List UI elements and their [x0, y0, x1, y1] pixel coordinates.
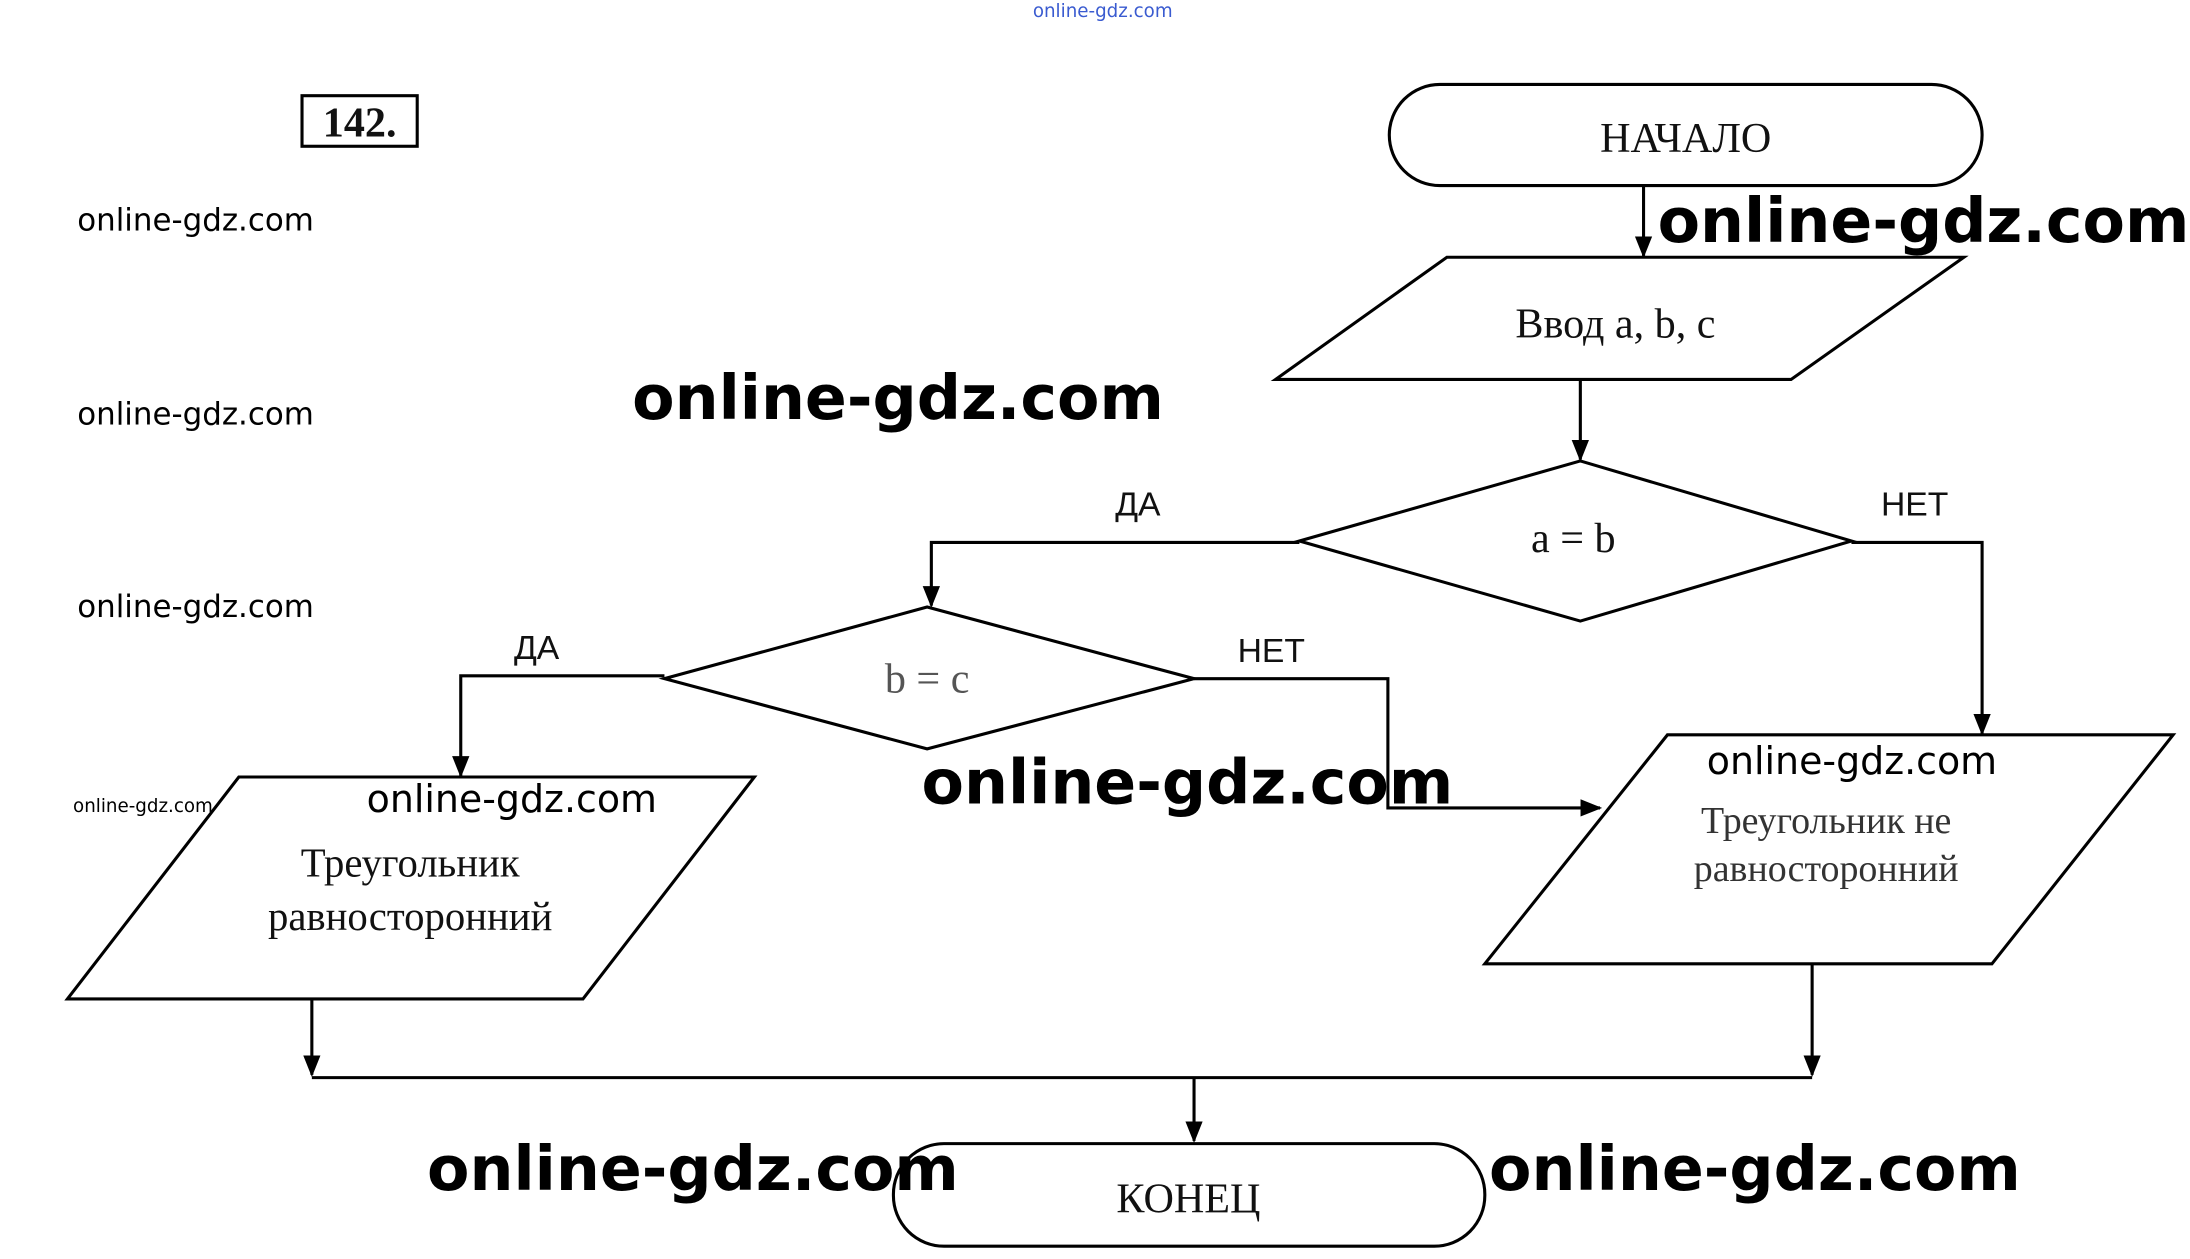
watermark: online-gdz.com — [632, 362, 1164, 434]
output-equilateral-line1: Треугольник — [301, 841, 520, 886]
task-number: 142. — [323, 99, 397, 146]
condition2-label: b = c — [885, 656, 970, 703]
condition1-label: a = b — [1531, 515, 1616, 562]
no-label: НЕТ — [1881, 486, 1948, 524]
start-label: НАЧАЛО — [1600, 115, 1771, 162]
watermark: online-gdz.com — [77, 203, 314, 239]
input-label: Ввод a, b, c — [1515, 300, 1715, 347]
watermark: online-gdz.com — [1489, 1133, 2021, 1205]
yes-label: ДА — [1115, 486, 1161, 524]
output-not-equilateral — [1481, 733, 2177, 966]
watermark: online-gdz.com — [1658, 185, 2190, 257]
end-label: КОНЕЦ — [1116, 1175, 1260, 1222]
start-terminator — [1387, 82, 1984, 188]
watermark: online-gdz.com — [77, 396, 314, 432]
watermark: online-gdz.com — [427, 1133, 959, 1205]
watermark: online-gdz.com — [73, 796, 213, 817]
watermark: online-gdz.com — [922, 747, 1454, 819]
input-parallelogram — [1270, 255, 1969, 382]
output-not-equilateral-line2: равносторонний — [1694, 848, 1959, 890]
watermark: online-gdz.com — [1707, 739, 1997, 783]
top-watermark: online-gdz.com — [1033, 1, 1173, 22]
yes-label: ДА — [514, 629, 560, 667]
output-equilateral-line2: равносторонний — [268, 894, 552, 939]
no-label: НЕТ — [1238, 632, 1305, 670]
output-equilateral — [64, 775, 758, 1001]
output-not-equilateral-line1: Треугольник не — [1701, 800, 1951, 842]
watermark: online-gdz.com — [367, 777, 657, 821]
end-terminator — [891, 1142, 1487, 1248]
watermark: online-gdz.com — [77, 589, 314, 625]
task-number-box — [300, 94, 419, 148]
